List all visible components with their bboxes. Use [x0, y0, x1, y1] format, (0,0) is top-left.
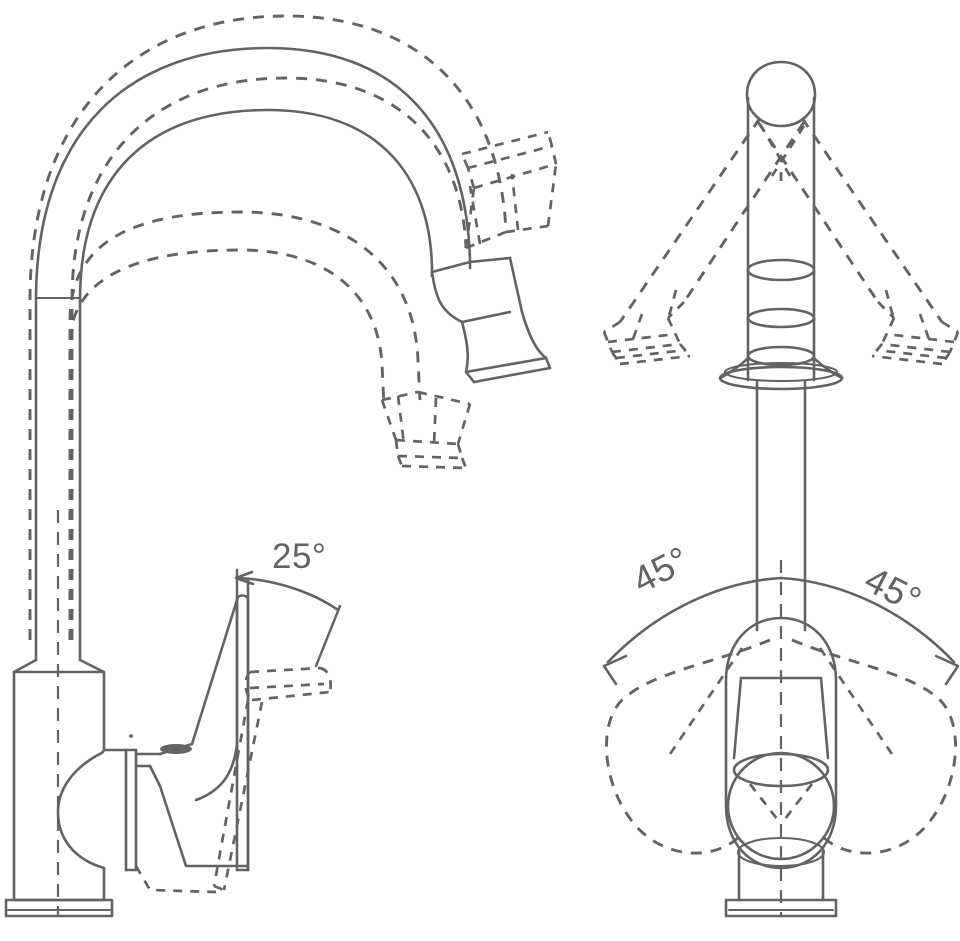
faucet-base-body [4, 510, 133, 918]
pivot-dot [129, 734, 133, 738]
angle-dimension-45-left [602, 576, 783, 686]
angle-label-45-right: 45° [858, 559, 928, 622]
swing-footprint-dashed [605, 638, 957, 855]
side-view-group: 25° [4, 14, 558, 918]
front-view-group: 45° 45° [602, 60, 960, 918]
spout-dashed-swing-left [602, 117, 806, 366]
angle-dimension-45-right [779, 576, 960, 686]
angle-label-45-left: 45° [626, 539, 696, 602]
spout-solid-outline [34, 46, 472, 662]
handle-joint [160, 744, 192, 754]
spout-outlet-solid [430, 256, 552, 384]
spout-dashed-swing-right [756, 117, 960, 366]
lever-handle-dashed-lowered [134, 666, 333, 894]
faucet-body-front [724, 560, 838, 918]
spout-dashed-lowered [68, 210, 472, 640]
angle-label-25: 25° [272, 537, 326, 576]
spout-dashed-raised [28, 14, 558, 640]
spout-column-solid [718, 60, 844, 632]
angle-dimension-25 [234, 568, 342, 668]
lever-handle-solid [102, 578, 250, 872]
